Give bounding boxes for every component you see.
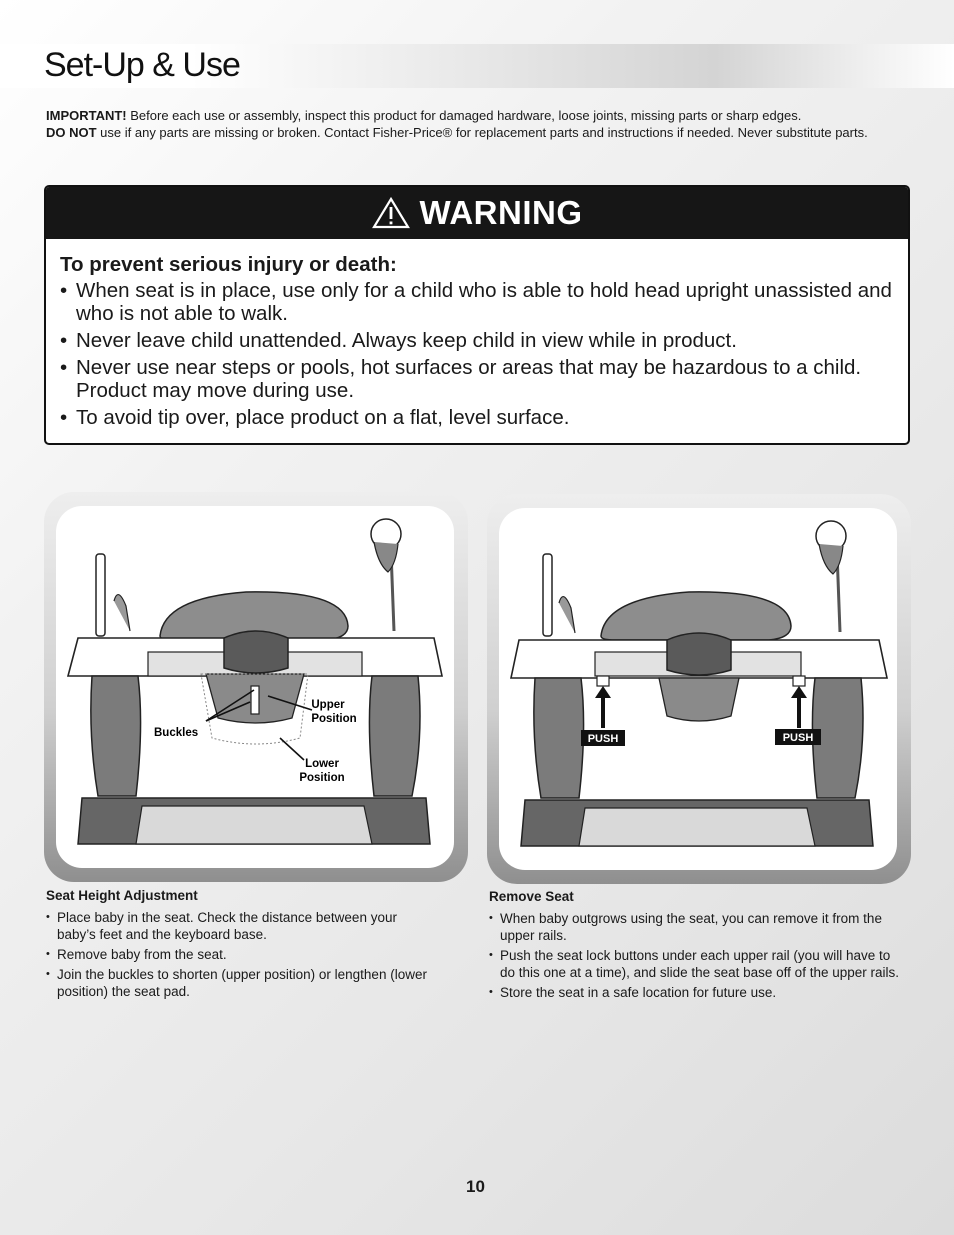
lower-position-label-line2: Position [299,772,344,784]
upper-position-label-line1: Upper [311,699,345,711]
warning-item: Never use near steps or pools, hot surfa… [60,356,894,402]
remove-seat-item: Push the seat lock buttons under each up… [489,947,899,981]
push-label-left-bg [581,730,625,746]
important-line: IMPORTANT! Before each use or assembly, … [46,107,906,124]
remove-seat-section: Remove Seat When baby outgrows using the… [489,888,899,1004]
seat-height-illustration: Buckles Upper Position Lower Position [66,518,443,845]
remove-seat-list: When baby outgrows using the seat, you c… [489,910,899,1001]
seat-height-item: Join the buckles to shorten (upper posit… [46,966,436,1000]
page-number: 10 [466,1177,485,1196]
seat-height-title: Seat Height Adjustment [46,888,198,903]
warning-item: To avoid tip over, place product on a fl… [60,406,894,429]
title-band [0,44,954,88]
push-label-left: PUSH [588,733,619,745]
warning-lead: To prevent serious injury or death: [60,253,397,276]
remove-seat-item: Store the seat in a safe location for fu… [489,984,899,1001]
remove-seat-title: Remove Seat [489,889,574,904]
warning-header: WARNING [46,187,908,239]
seat-height-item: Place baby in the seat. Check the distan… [46,909,436,943]
push-label-right-bg [775,729,821,745]
remove-seat-figure-panel: PUSH PUSH [487,494,911,884]
important-text: Before each use or assembly, inspect thi… [126,108,802,123]
push-label-right: PUSH [783,732,814,744]
warning-triangle-icon [371,197,410,229]
important-label: IMPORTANT! [46,108,127,123]
warning-list: When seat is in place, use only for a ch… [60,279,894,429]
seat-height-figure-panel: Buckles Upper Position Lower Position [44,492,468,882]
donot-text: use if any parts are missing or broken. … [96,125,868,140]
buckles-label: Buckles [154,727,198,739]
donot-label: DO NOT [46,125,97,140]
intro-notice: IMPORTANT! Before each use or assembly, … [46,107,906,141]
seat-height-figure: Buckles Upper Position Lower Position [56,506,454,868]
upper-position-label-line2: Position [311,713,356,725]
warning-body: To prevent serious injury or death: When… [46,239,908,429]
warning-box: WARNING To prevent serious injury or dea… [44,185,910,445]
lower-position-label-line1: Lower [305,758,339,770]
remove-seat-illustration: PUSH PUSH [510,520,888,847]
warning-item: When seat is in place, use only for a ch… [60,279,894,325]
page-title: Set-Up & Use [44,46,241,84]
donot-line: DO NOT use if any parts are missing or b… [46,124,906,141]
warning-item: Never leave child unattended. Always kee… [60,329,894,352]
seat-height-item: Remove baby from the seat. [46,946,436,963]
seat-height-section: Seat Height Adjustment Place baby in the… [46,887,436,1003]
warning-heading: WARNING [419,194,583,231]
remove-seat-item: When baby outgrows using the seat, you c… [489,910,899,944]
seat-height-list: Place baby in the seat. Check the distan… [46,909,436,1000]
remove-seat-figure: PUSH PUSH [499,508,897,870]
